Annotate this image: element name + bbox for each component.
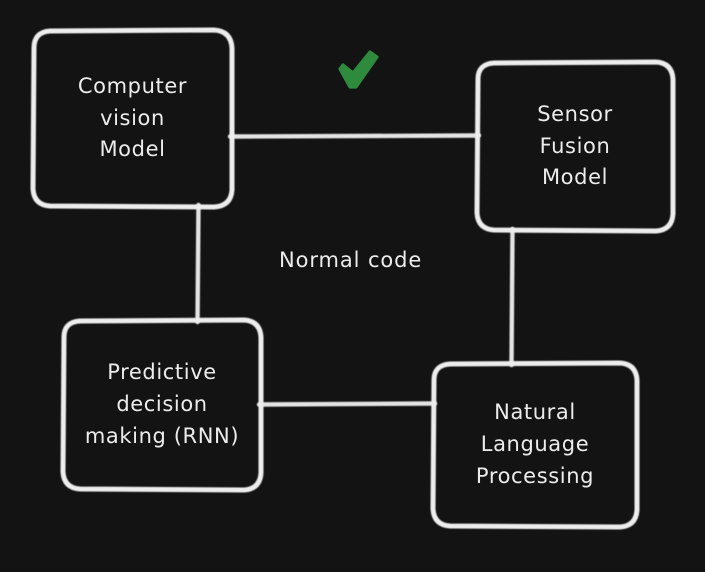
connector-predictive-to-nlp	[256, 401, 438, 407]
node-shape-layer	[30, 27, 676, 530]
check-icon	[338, 50, 379, 89]
connector-layer	[195, 133, 515, 407]
connector-cv-to-predictive	[195, 202, 201, 325]
normal-code-label: Normal code	[279, 248, 423, 272]
node-shape-predictive-decision-making[interactable]	[60, 317, 264, 493]
node-shape-computer-vision-model[interactable]	[30, 27, 235, 210]
connector-sensor-fusion-to-nlp	[509, 226, 515, 368]
node-shape-natural-language-processing[interactable]	[430, 360, 640, 530]
checkmark-group	[338, 50, 379, 89]
connector-cv-to-sensor-fusion	[227, 133, 482, 139]
node-shape-sensor-fusion-model[interactable]	[474, 59, 676, 234]
